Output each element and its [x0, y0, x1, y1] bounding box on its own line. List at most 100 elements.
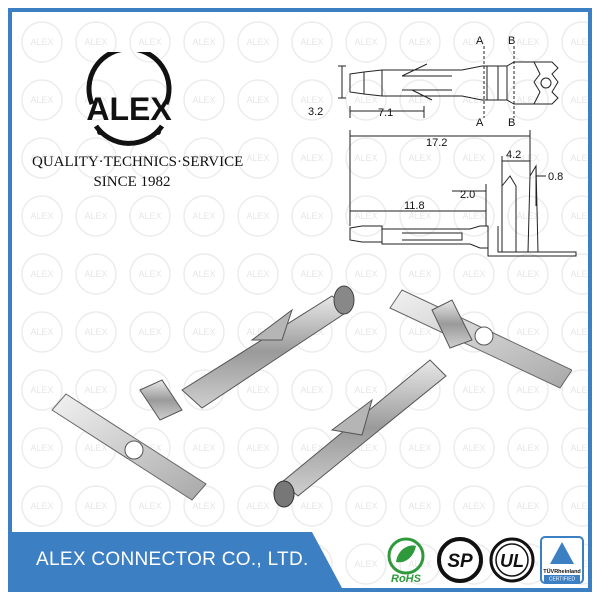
watermark-text: ALEX	[84, 385, 107, 395]
watermark-ring	[21, 79, 63, 121]
watermark-text: ALEX	[84, 443, 107, 453]
company-name: ALEX CONNECTOR CO., LTD.	[36, 549, 309, 570]
watermark-text: ALEX	[462, 37, 485, 47]
watermark-ring	[237, 427, 279, 469]
watermark-text: ALEX	[462, 385, 485, 395]
watermark-text: ALEX	[300, 95, 323, 105]
watermark-ring	[507, 427, 549, 469]
watermark-ring	[75, 369, 117, 411]
watermark-ring	[75, 311, 117, 353]
watermark-text: ALEX	[408, 95, 431, 105]
watermark-text: ALEX	[570, 385, 588, 395]
watermark-ring	[453, 369, 495, 411]
dim-height: 3.2	[308, 106, 323, 118]
watermark-text: ALEX	[246, 501, 269, 511]
rohs-icon: RoHS	[387, 537, 425, 584]
watermark-ring	[291, 369, 333, 411]
watermark-ring	[399, 79, 441, 121]
watermark-ring	[453, 485, 495, 527]
watermark-text: ALEX	[84, 269, 107, 279]
watermark-text: ALEX	[462, 443, 485, 453]
watermark-text: ALEX	[300, 211, 323, 221]
watermark-text: ALEX	[408, 37, 431, 47]
watermark-ring	[561, 427, 588, 469]
watermark-ring	[291, 21, 333, 63]
watermark-text: ALEX	[30, 95, 53, 105]
watermark-text: ALEX	[192, 443, 215, 453]
watermark-text: ALEX	[462, 153, 485, 163]
watermark-text: ALEX	[516, 37, 539, 47]
watermark-text: ALEX	[138, 327, 161, 337]
watermark-text: ALEX	[570, 327, 588, 337]
watermark-ring	[183, 79, 225, 121]
watermark-text: ALEX	[84, 153, 107, 163]
watermark-ring	[21, 137, 63, 179]
watermark-text: ALEX	[192, 95, 215, 105]
watermark-text: ALEX	[570, 211, 588, 221]
watermark-ring	[183, 195, 225, 237]
watermark-text: ALEX	[462, 269, 485, 279]
watermark-text: ALEX	[30, 501, 53, 511]
watermark-ring	[75, 253, 117, 295]
watermark-text: ALEX	[246, 327, 269, 337]
watermark-ring	[507, 137, 549, 179]
watermark-ring	[237, 79, 279, 121]
watermark-text: ALEX	[138, 95, 161, 105]
watermark-text: ALEX	[84, 327, 107, 337]
watermark-text: ALEX	[30, 153, 53, 163]
watermark-ring	[399, 195, 441, 237]
watermark-text: ALEX	[516, 269, 539, 279]
watermark-text: ALEX	[408, 269, 431, 279]
watermark-ring	[21, 427, 63, 469]
company-banner: ALEX CONNECTOR CO., LTD.	[12, 532, 342, 588]
watermark-ring	[21, 195, 63, 237]
watermark-ring	[345, 137, 387, 179]
terminal-right	[273, 289, 572, 508]
dim-2-0: 2.0	[460, 189, 475, 201]
watermark-ring	[129, 253, 171, 295]
watermark-ring	[183, 311, 225, 353]
tuv-label-2: CERTIFIED	[549, 577, 576, 583]
watermark-text: ALEX	[516, 211, 539, 221]
watermark-text: ALEX	[84, 37, 107, 47]
watermark-text: ALEX	[570, 443, 588, 453]
watermark-text: ALEX	[138, 37, 161, 47]
watermark-ring	[21, 485, 63, 527]
watermark-ring	[237, 253, 279, 295]
watermark-ring	[129, 369, 171, 411]
watermark-ring	[399, 427, 441, 469]
watermark-ring	[453, 21, 495, 63]
watermark-ring	[399, 21, 441, 63]
watermark-text: ALEX	[354, 37, 377, 47]
watermark-text: ALEX	[408, 501, 431, 511]
watermark-ring	[561, 369, 588, 411]
watermark-text: ALEX	[462, 501, 485, 511]
watermark-text: ALEX	[354, 211, 377, 221]
watermark-text: ALEX	[408, 443, 431, 453]
watermark-ring	[75, 79, 117, 121]
tagline-line-2: SINCE 1982	[93, 174, 171, 190]
tagline-line-1: QUALITY·TECHNICS·SERVICE	[32, 154, 244, 170]
watermark-text: ALEX	[408, 153, 431, 163]
watermark-text: ALEX	[192, 37, 215, 47]
watermark-text: ALEX	[570, 269, 588, 279]
watermark-text: ALEX	[462, 95, 485, 105]
watermark-text: ALEX	[354, 95, 377, 105]
watermark-ring	[75, 21, 117, 63]
watermark-ring	[561, 311, 588, 353]
watermark-ring	[21, 253, 63, 295]
product-image-frame: ALEX ALEX ALEX ALEX ALEX ALEX ALEX ALEX ALEX ALEX…	[8, 8, 592, 592]
watermark-text: ALEX	[354, 443, 377, 453]
watermark-text: ALEX	[138, 501, 161, 511]
watermark-ring	[237, 21, 279, 63]
watermark-ring	[129, 311, 171, 353]
watermark-ring	[561, 137, 588, 179]
label-a-top: A	[476, 35, 484, 47]
watermark-ring	[237, 195, 279, 237]
watermark-text: ALEX	[408, 211, 431, 221]
watermark-text: ALEX	[408, 327, 431, 337]
watermark-ring	[21, 21, 63, 63]
watermark-ring	[399, 253, 441, 295]
dim-7-1: 7.1	[378, 107, 393, 119]
watermark-ring	[291, 137, 333, 179]
